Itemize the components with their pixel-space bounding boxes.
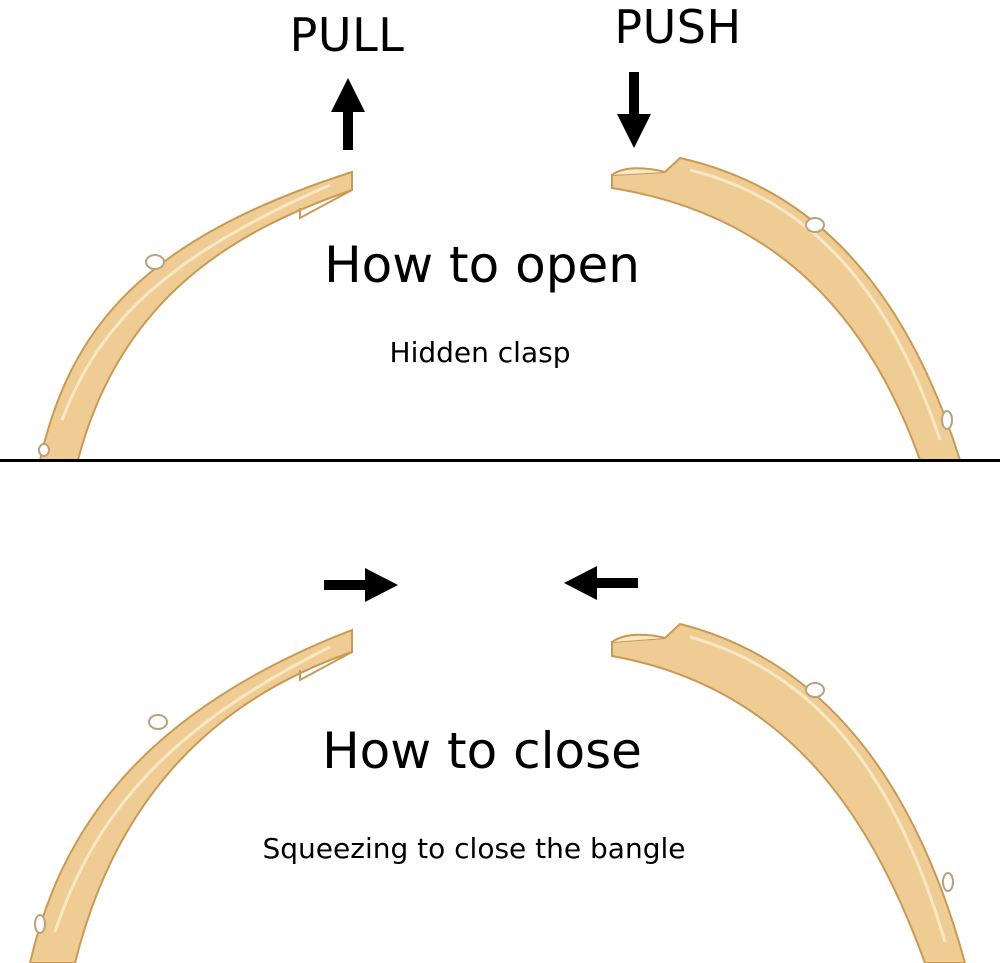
squeeze-left-arrow-icon xyxy=(564,566,638,600)
squeeze-right-arrow-icon xyxy=(324,568,398,602)
bangle-open-illustration xyxy=(38,72,962,460)
pull-arrow-icon xyxy=(331,78,365,150)
bangle-left-end xyxy=(28,628,353,963)
how-to-close-panel: How to close Squeezing to close the bang… xyxy=(0,462,1000,963)
how-to-open-panel: PULL PUSH How to open Hidden clasp xyxy=(0,0,1000,460)
bangle-close-illustration xyxy=(28,566,967,963)
pull-label: PULL xyxy=(289,8,405,62)
section-divider xyxy=(0,459,1000,462)
bangle-left-end xyxy=(38,170,353,460)
push-arrow-icon xyxy=(617,72,651,148)
push-label: PUSH xyxy=(614,0,742,54)
close-title: How to close xyxy=(322,722,642,780)
open-title: How to open xyxy=(324,236,640,294)
bangle-right-end xyxy=(611,156,962,460)
bangle-right-end xyxy=(611,622,967,963)
open-subtitle: Hidden clasp xyxy=(389,336,571,369)
close-subtitle: Squeezing to close the bangle xyxy=(262,832,686,865)
